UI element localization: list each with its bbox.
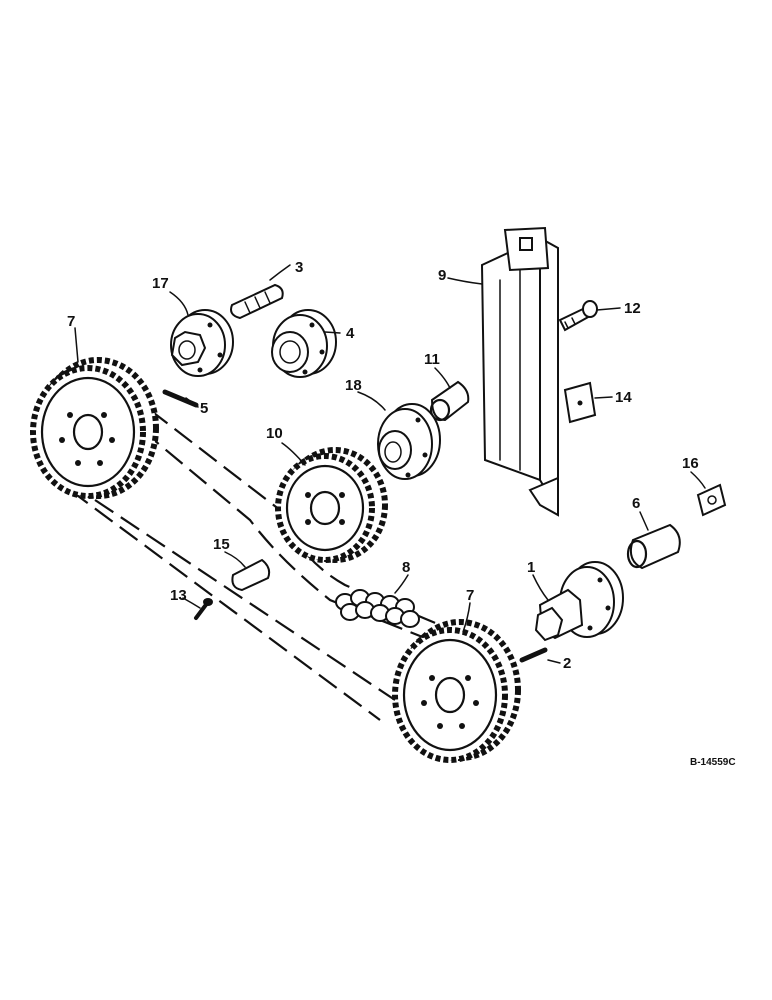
label-part-4: 4 xyxy=(346,325,355,342)
label-part-16: 16 xyxy=(682,455,699,472)
label-part-14: 14 xyxy=(615,389,632,406)
bushing-6 xyxy=(626,523,681,570)
label-part-1: 1 xyxy=(527,559,535,576)
label-part-7-upper: 7 xyxy=(67,313,75,330)
label-part-13: 13 xyxy=(170,587,187,604)
nut-16 xyxy=(696,483,727,517)
label-part-11: 11 xyxy=(424,351,440,368)
label-part-7-lower: 7 xyxy=(466,587,474,604)
label-part-5: 5 xyxy=(200,400,208,417)
label-part-3: 3 xyxy=(295,259,303,276)
pin-5 xyxy=(162,389,199,408)
pin-2 xyxy=(519,647,548,663)
pin-3 xyxy=(230,283,284,320)
label-part-17: 17 xyxy=(152,275,169,292)
hub-17 xyxy=(170,309,234,377)
drawing-number: B-14559C xyxy=(690,757,736,768)
bolt-13 xyxy=(194,598,213,620)
hub-1 xyxy=(534,561,624,642)
bracket-9 xyxy=(480,226,559,517)
label-part-15: 15 xyxy=(213,536,230,553)
pin-15 xyxy=(231,558,271,592)
sprocket-10 xyxy=(275,447,388,563)
label-part-10: 10 xyxy=(266,425,283,442)
sprocket-lower-right xyxy=(392,619,521,763)
label-part-12: 12 xyxy=(624,300,641,317)
bushing-11 xyxy=(429,380,470,422)
hub-18 xyxy=(377,403,441,480)
hub-4 xyxy=(271,309,337,378)
sprocket-upper-left xyxy=(30,357,159,499)
label-part-9: 9 xyxy=(438,267,446,284)
label-part-6: 6 xyxy=(632,495,640,512)
washer-14 xyxy=(563,381,597,424)
bolt-12 xyxy=(558,300,598,332)
label-part-2: 2 xyxy=(563,655,571,672)
chain-links-8 xyxy=(335,589,420,628)
label-part-8: 8 xyxy=(402,559,410,576)
leader-lines xyxy=(74,264,706,664)
label-part-18: 18 xyxy=(345,377,362,394)
